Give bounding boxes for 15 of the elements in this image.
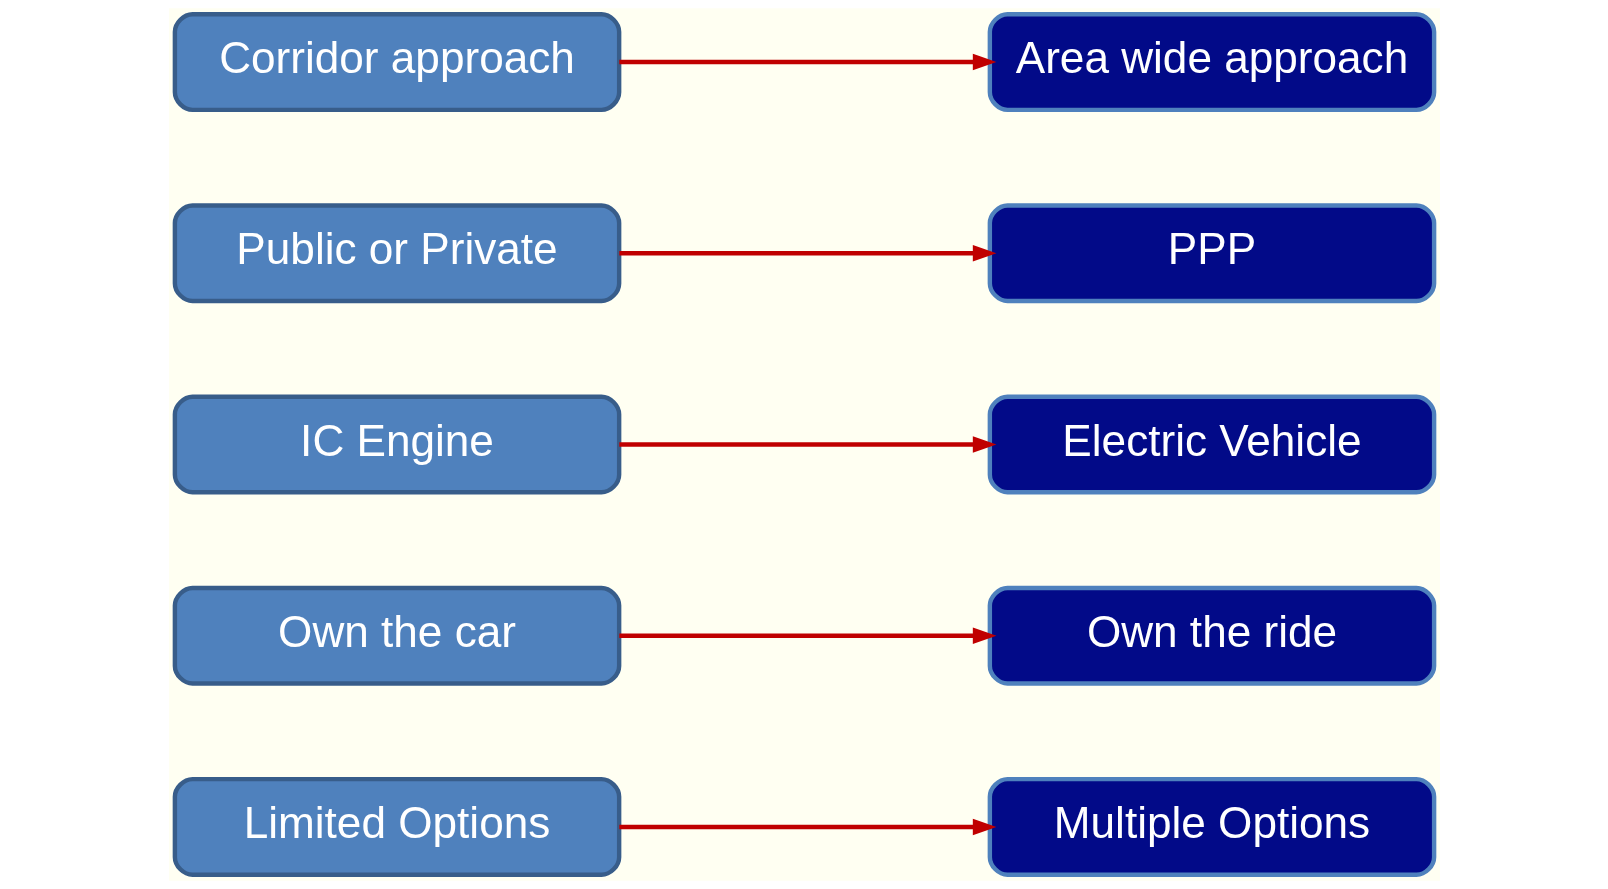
node-box: Multiple Options [987, 776, 1436, 877]
node-box: PPP [987, 203, 1436, 304]
node-box: Public or Private [172, 203, 621, 304]
node-box: Limited Options [172, 776, 621, 877]
node-box: Own the car [172, 585, 621, 686]
arrow [618, 818, 996, 836]
node-box: Own the ride [987, 585, 1436, 686]
arrow [618, 627, 996, 644]
node-box: Corridor approach [172, 12, 621, 113]
node-box: Area wide approach [987, 12, 1436, 113]
node-box: Electric Vehicle [987, 394, 1436, 495]
arrow [618, 245, 996, 262]
arrow [618, 53, 996, 71]
node-box: IC Engine [172, 394, 621, 495]
arrow [618, 436, 996, 453]
